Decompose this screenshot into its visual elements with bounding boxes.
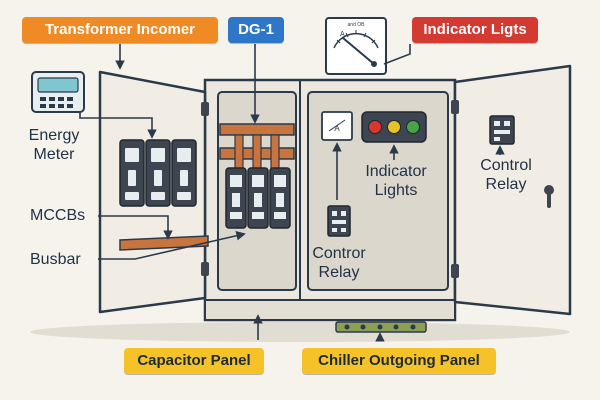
control-relay-right-label-line-2: Relay [485, 176, 527, 193]
floor-shadow [30, 322, 570, 342]
gauge-scale-text: A [340, 31, 345, 38]
busbar-label: Busbar [30, 251, 81, 268]
copper-busbars [219, 123, 295, 170]
control-relay-right-label-line-1: Control [480, 157, 532, 174]
mccb-group-door [119, 139, 197, 207]
leader-lines [79, 44, 505, 342]
door-handle-icon[interactable] [544, 185, 554, 208]
capacitor-panel-tag: Capacitor Panel [124, 348, 264, 374]
small-meter-text: A [334, 124, 340, 133]
mccb-icon [269, 167, 291, 229]
small-ammeter-icon [321, 111, 353, 141]
right-door[interactable] [451, 64, 572, 316]
chiller-outgoing-panel-tag: Chiller Outgoing Panel [302, 348, 496, 374]
red-indicator-light [368, 120, 382, 134]
control-relay-center-label: Contror Relay [302, 244, 376, 282]
mccb-icon [145, 139, 171, 207]
control-relay-center-label-line-1: Contror [312, 245, 366, 262]
gauge-caption: and OB [348, 22, 366, 28]
yellow-indicator-light [387, 120, 401, 134]
dg1-tag: DG-1 [228, 17, 284, 43]
hinge-icon [451, 100, 459, 114]
control-relay-center-label-line-2: Relay [318, 264, 360, 281]
control-relay-icon [327, 205, 351, 237]
control-relay-right-label: Control Relay [466, 156, 546, 194]
hinge-icon [201, 262, 209, 276]
ammeter-gauge-icon [325, 17, 387, 75]
energy-meter-icon [31, 71, 85, 113]
mccb-icon [171, 139, 197, 207]
mccb-group-inner [225, 167, 291, 229]
indicator-lights-label: Indicator Lights [356, 162, 436, 200]
energy-meter-label-line-1: Energy [28, 127, 80, 144]
hinge-icon [201, 102, 209, 116]
energy-meter-label: Energy Meter [14, 126, 94, 164]
indicator-lights-label-line-1: Indicator [365, 163, 427, 180]
energy-meter-label-line-2: Meter [33, 146, 75, 163]
indicator-lights-label-line-2: Lights [374, 182, 418, 199]
mccb-icon [225, 167, 247, 229]
mccbs-label: MCCBs [30, 207, 86, 224]
mccb-icon [247, 167, 269, 229]
indicator-lights-strip [361, 111, 427, 143]
green-indicator-light [406, 120, 420, 134]
control-relay-icon [489, 115, 515, 145]
indicator-lights-tag: Indicator Ligts [412, 17, 538, 43]
hinge-icon [451, 264, 459, 278]
terminal-strip [335, 321, 427, 333]
transformer-incomer-tag: Transformer Incomer [22, 17, 218, 43]
mccb-icon [119, 139, 145, 207]
